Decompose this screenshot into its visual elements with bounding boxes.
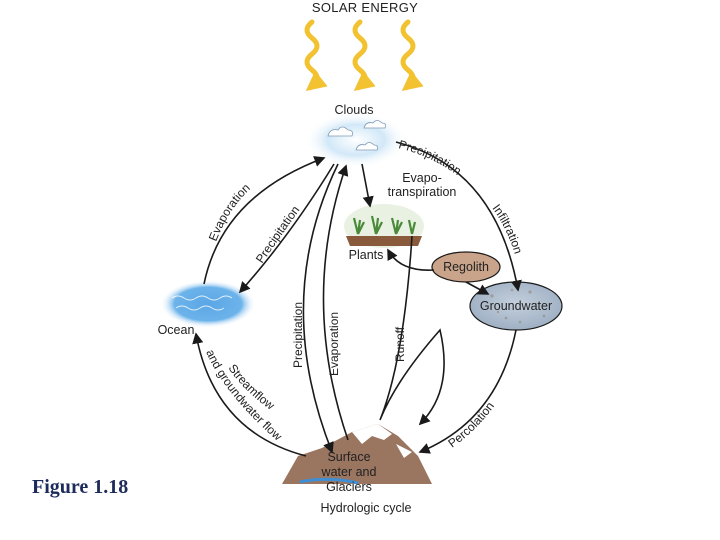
arrow-percolation [418,329,517,454]
flow-arrows [192,141,522,457]
percolation-label: Percolation [445,399,496,450]
evapotranspiration-label-line2: transpiration [388,185,457,199]
groundwater-node: Groundwater [469,281,563,331]
arrow-streamflow [192,332,307,457]
arrow-ocean-precipitation [238,163,335,294]
streamflow-label-line2: and groundwater flow [203,347,285,443]
runoff-label: Runoff [393,326,407,362]
arrow-surface-precipitation [302,163,339,454]
mountain-glaciers-icon [282,424,432,485]
ocean-icon [160,280,256,328]
surface-label-line2: water and [321,465,377,479]
surface-label-line1: Surface [327,450,370,464]
arrow-runoff [379,235,445,426]
figure-caption: Figure 1.18 [32,476,129,498]
arrow-surface-evaporation [322,164,349,441]
arrow-regolith-groundwater [465,281,490,295]
arrow-ocean-evaporation [203,156,326,285]
groundwater-label: Groundwater [480,299,552,313]
ocean-label: Ocean [158,323,195,337]
plants-label: Plants [349,248,384,262]
arrow-precip-infiltration [395,141,522,292]
solar-energy-title: SOLAR ENERGY [312,0,418,15]
clouds-icon [304,112,408,168]
arrow-regolith-plants [387,248,435,271]
hydrologic-cycle-subtitle: Hydrologic cycle [320,501,411,515]
plants-icon [344,204,424,248]
surface-label-line3: Glaciers [326,480,372,494]
arrow-plants-precipitation [361,163,374,208]
precipitation-ocean-label: Precipitation [253,203,302,266]
regolith-node: Regolith [431,251,501,283]
precipitation-surface-label: Precipitation [291,302,305,368]
regolith-label: Regolith [443,260,489,274]
evaporation-surface-label: Evaporation [327,312,341,376]
evapotranspiration-label-line1: Evapo- [402,171,442,185]
sun-rays-icon [304,19,424,92]
evaporation-ocean-label: Evaporation [206,181,253,243]
